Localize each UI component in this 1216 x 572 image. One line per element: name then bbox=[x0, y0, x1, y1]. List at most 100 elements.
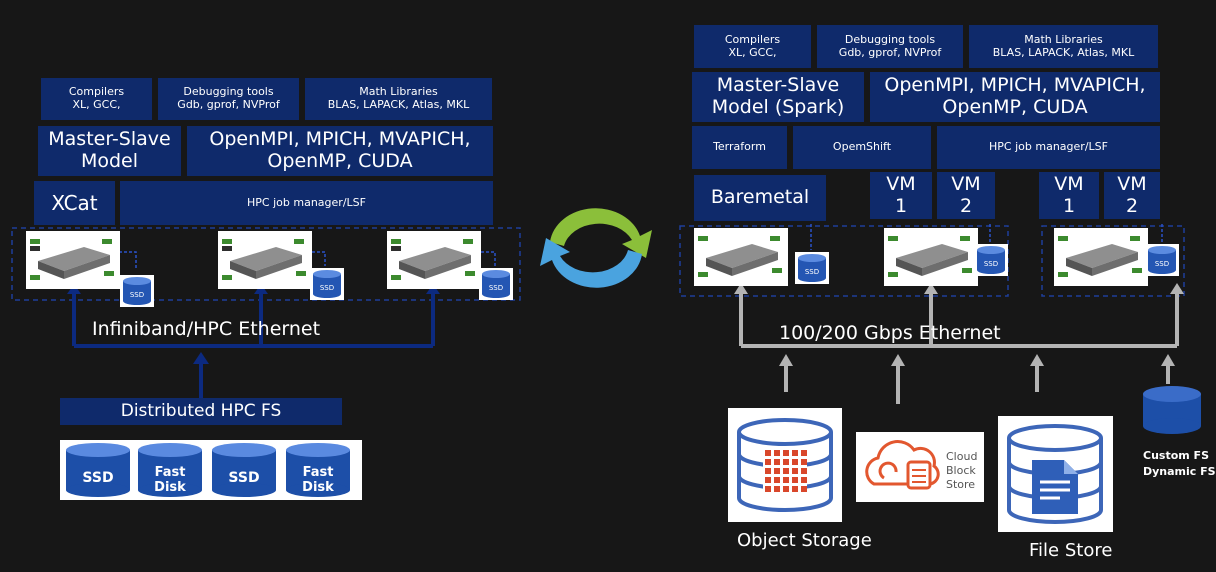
cloud-compilers-list: XL, GCC, bbox=[728, 45, 777, 59]
cycle-arrow-green bbox=[550, 208, 652, 258]
cloud-debugging-title: Debugging tools bbox=[844, 32, 936, 46]
ethernet-label: 100/200 Gbps Ethernet bbox=[779, 322, 1001, 344]
mpi-line1: OpenMPI, MPICH, MVAPICH, bbox=[209, 128, 471, 151]
vm-2-line1: VM bbox=[951, 172, 981, 195]
cloud-ssd-2: SSD bbox=[974, 244, 1008, 276]
custom-fs-cylinder-icon bbox=[1143, 386, 1201, 434]
math-libraries-box: Math Libraries BLAS, LAPACK, Atlas, MKL bbox=[305, 78, 492, 120]
vm-2-line2: 2 bbox=[959, 194, 973, 217]
master-slave-box: Master-Slave Model bbox=[38, 126, 181, 176]
vm-box-1: VM 1 bbox=[870, 172, 932, 219]
terraform-label: Terraform bbox=[713, 140, 766, 154]
cloud-debugging-box: Debugging tools Gdb, gprof, NVProf bbox=[817, 25, 963, 68]
cloud-cluster-outline-2 bbox=[1041, 225, 1185, 297]
master-slave-line1: Master-Slave bbox=[48, 128, 171, 151]
baremetal-box: Baremetal bbox=[694, 175, 826, 221]
cloud-ssd-3-label: SSD bbox=[1155, 260, 1169, 268]
left-ssd-3-label: SSD bbox=[489, 284, 503, 292]
left-server-1 bbox=[26, 231, 120, 289]
cloud-server-2 bbox=[884, 228, 978, 286]
cloud-math-box: Math Libraries BLAS, LAPACK, Atlas, MKL bbox=[969, 25, 1158, 68]
cloud-block-arrow bbox=[891, 354, 905, 366]
math-title: Math Libraries bbox=[359, 85, 438, 99]
compilers-list: XL, GCC, bbox=[72, 98, 121, 111]
distributed-fs-box: Distributed HPC FS bbox=[60, 398, 342, 425]
ssd-cylinder-icon: SSD bbox=[123, 277, 151, 305]
disk-3: SSD bbox=[212, 443, 276, 497]
debugging-title: Debugging tools bbox=[183, 85, 274, 99]
distributed-fs-label: Distributed HPC FS bbox=[120, 400, 282, 421]
ethernet-arrow-3 bbox=[1170, 283, 1184, 294]
cloud-block-line2: Block bbox=[946, 464, 976, 477]
vm-box-2: VM 2 bbox=[937, 172, 995, 219]
cloud-debugging-list: Gdb, gprof, NVProf bbox=[838, 45, 942, 59]
disk-3-label: SSD bbox=[228, 470, 259, 486]
left-server-3 bbox=[387, 231, 481, 289]
infiniband-label: Infiniband/HPC Ethernet bbox=[92, 318, 321, 340]
mpi-libraries-box: OpenMPI, MPICH, MVAPICH, OpenMP, CUDA bbox=[187, 126, 493, 176]
xcat-box: XCat bbox=[34, 181, 115, 225]
infiniband-arrow-2 bbox=[254, 284, 268, 294]
cloud-ssd-2-label: SSD bbox=[984, 260, 998, 268]
cloud-ssd-1-label: SSD bbox=[805, 268, 819, 276]
file-store-arrow bbox=[1030, 354, 1044, 366]
cloud-mpi-box: OpenMPI, MPICH, MVAPICH, OpenMP, CUDA bbox=[870, 72, 1160, 122]
object-storage-arrow bbox=[779, 354, 793, 366]
cloud-ssd-1: SSD bbox=[795, 252, 829, 284]
left-ssd-1: SSD bbox=[120, 275, 154, 307]
ethernet-arrow-2 bbox=[924, 283, 938, 294]
baremetal-label: Baremetal bbox=[710, 186, 810, 209]
vm-4-line1: VM bbox=[1117, 172, 1147, 195]
ssd-cylinder-icon: SSD bbox=[313, 270, 341, 298]
rack-server-icon bbox=[888, 236, 972, 277]
cloud-mpi-line2: OpenMP, CUDA bbox=[942, 96, 1088, 118]
cloud-math-title: Math Libraries bbox=[1024, 32, 1103, 46]
vm-1-line1: VM bbox=[886, 172, 916, 195]
disk-4-label-line2: Disk bbox=[302, 480, 334, 495]
left-ssd-2: SSD bbox=[310, 268, 344, 300]
cloud-math-list: BLAS, LAPACK, Atlas, MKL bbox=[992, 45, 1135, 59]
cloud-compilers-title: Compilers bbox=[724, 32, 781, 46]
cloud-block-line1: Cloud bbox=[946, 450, 977, 463]
fs-arrow bbox=[193, 352, 209, 364]
job-manager-label: HPC job manager/LSF bbox=[247, 195, 366, 209]
disk-4-label-line1: Fast bbox=[303, 465, 334, 480]
cloud-ssd-3: SSD bbox=[1145, 244, 1179, 276]
left-ssd-3: SSD bbox=[479, 268, 513, 300]
custom-fs-label: Custom FS bbox=[1143, 449, 1209, 462]
object-storage-panel bbox=[728, 408, 842, 522]
mpi-line2: OpenMP, CUDA bbox=[267, 150, 413, 172]
cloud-server-1 bbox=[694, 228, 788, 286]
vm-3-line2: 1 bbox=[1062, 194, 1076, 217]
custom-fs-arrow bbox=[1161, 354, 1175, 366]
debugging-tools-box: Debugging tools Gdb, gprof, NVProf bbox=[158, 78, 299, 120]
cloud-master-slave-line2: Model (Spark) bbox=[711, 96, 845, 118]
dynamic-fs-label: Dynamic FS bbox=[1143, 465, 1216, 478]
left-ssd-1-label: SSD bbox=[130, 291, 144, 299]
math-list: BLAS, LAPACK, Atlas, MKL bbox=[327, 98, 470, 111]
left-cluster-outline bbox=[11, 227, 521, 301]
file-store-panel bbox=[998, 416, 1113, 532]
ssd-cylinder-icon: SSD bbox=[977, 246, 1005, 274]
left-server-2 bbox=[218, 231, 312, 289]
cloud-server-3 bbox=[1054, 228, 1148, 286]
disk-1: SSD bbox=[66, 443, 130, 497]
vm-3-line1: VM bbox=[1054, 172, 1084, 195]
cloud-job-manager-label: HPC job manager/LSF bbox=[989, 140, 1108, 154]
disk-2-label-line1: Fast bbox=[155, 465, 186, 480]
vm-1-line2: 1 bbox=[894, 194, 908, 217]
ssd-cylinder-icon: SSD bbox=[798, 254, 826, 282]
rack-server-icon bbox=[391, 239, 475, 280]
cloud-job-manager-box: HPC job manager/LSF bbox=[937, 126, 1160, 169]
infiniband-arrow-3 bbox=[426, 284, 440, 294]
rack-server-icon bbox=[222, 239, 306, 280]
file-store-database-icon bbox=[1007, 424, 1103, 524]
circular-arrows-icon bbox=[540, 208, 652, 288]
